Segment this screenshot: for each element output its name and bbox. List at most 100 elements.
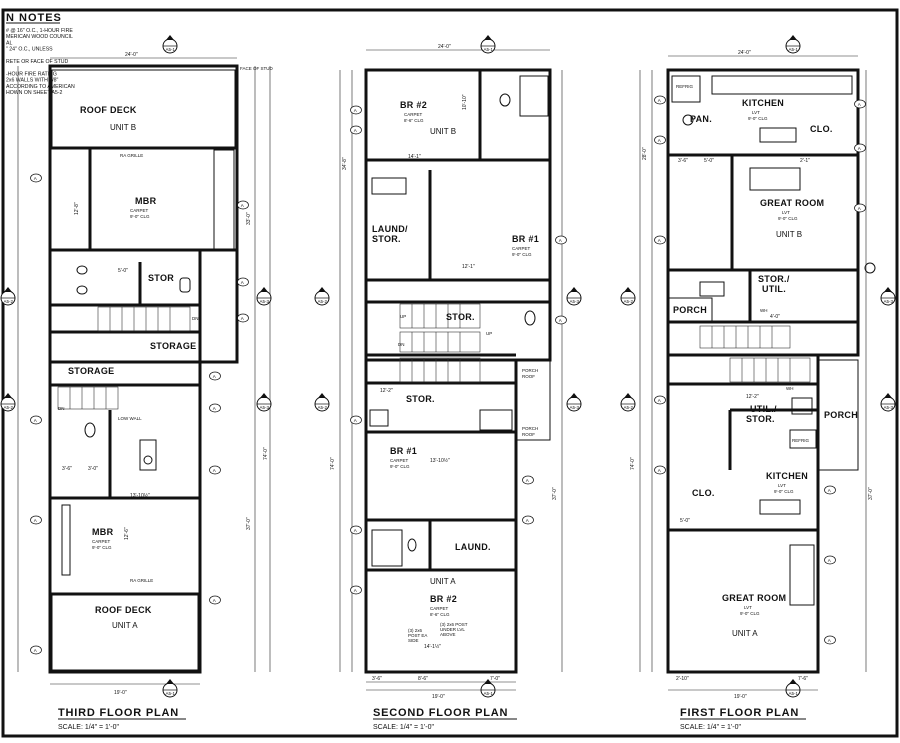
first-pan: PAN. xyxy=(690,114,712,124)
section-marker-label: A5-2 xyxy=(4,405,14,410)
second-stor-a: STOR. xyxy=(406,394,435,404)
second-unit-a: UNIT A xyxy=(430,577,456,586)
window-tag-label: A xyxy=(354,528,357,533)
second-porch-roof-top-l1: PORCH xyxy=(522,368,538,373)
third-unit-b: UNIT B xyxy=(110,123,136,132)
window-tag: A xyxy=(522,515,534,525)
window-tag-label: A xyxy=(241,203,244,208)
second-dim-14-1: 14'-1" xyxy=(408,154,421,160)
section-marker: A5-3 xyxy=(256,393,272,412)
window-tag-label: A xyxy=(828,488,831,493)
window-tag: A xyxy=(854,99,866,109)
second-dim-12-2: 12'-2" xyxy=(380,388,393,394)
third-stor: STOR xyxy=(148,273,174,283)
notes-line: # @ 16" O.C., 1-HOUR FIRE xyxy=(6,28,73,34)
section-marker-label: A5-3 xyxy=(570,299,580,304)
section-marker: A5-2 xyxy=(620,287,636,306)
section-marker-label: A5-1 xyxy=(484,47,494,52)
second-unit-b: UNIT B xyxy=(430,127,456,136)
section-marker: A5-1 xyxy=(162,679,178,698)
window-tag: A xyxy=(555,235,567,245)
third-unit-a: UNIT A xyxy=(112,621,138,630)
second-up-2: UP xyxy=(486,331,492,336)
second-dim-top: 24'-0" xyxy=(438,44,451,50)
first-kitchen-b: KITCHEN xyxy=(742,98,784,108)
third-dim-top: 24'-0" xyxy=(125,52,138,58)
window-tag: A xyxy=(522,475,534,485)
third-dim-bottom: 19'-0" xyxy=(114,690,127,696)
third-dim-5-0: 5'-0" xyxy=(118,268,128,274)
first-refrig-1: REFRIG xyxy=(676,84,694,89)
section-markers: A5-1A5-1A5-2A5-2A5-3A5-3A5-1A5-1A5-2A5-2… xyxy=(0,35,896,698)
third-roof-deck-a: ROOF DECK xyxy=(95,605,152,615)
first-util-stor-a-l2: STOR. xyxy=(746,414,775,424)
sheet-border xyxy=(1,8,899,738)
third-mbr-b-floor: CARPET xyxy=(130,208,149,213)
second-porch-roof-l2: ROOF xyxy=(522,432,535,437)
second-post-2-l1: (3) 2x6 POST xyxy=(440,622,468,627)
first-dim-lower: 37'-0" xyxy=(868,487,874,500)
section-marker-label: A5-2 xyxy=(624,299,634,304)
section-marker: A5-1 xyxy=(480,679,496,698)
first-kitchen-b-clg: 9'-0" CLG xyxy=(748,116,768,121)
window-tag: A xyxy=(654,465,666,475)
first-kitchen-a: KITCHEN xyxy=(766,471,808,481)
window-tag: A xyxy=(237,313,249,323)
second-laund-b-l2: STOR. xyxy=(372,234,401,244)
section-marker: A5-2 xyxy=(314,287,330,306)
third-mbr-b: MBR xyxy=(135,196,157,206)
window-tag: A xyxy=(209,595,221,605)
section-marker-label: A5-1 xyxy=(484,691,494,696)
notes-line: ACCORDING TO AMERICAN xyxy=(6,84,75,90)
second-laund-a: LAUND. xyxy=(455,542,491,552)
window-tag: A xyxy=(30,515,42,525)
second-br1-a: BR #1 xyxy=(390,446,417,456)
second-dim-14-1b: 14'-1½" xyxy=(424,643,441,650)
second-dim-bottom-b: 8'-6" xyxy=(418,676,428,682)
section-marker-label: A5-2 xyxy=(318,299,328,304)
section-marker: A5-2 xyxy=(620,393,636,412)
second-br2-b-clg: 8'-6" CLG xyxy=(404,118,424,123)
section-marker: A5-1 xyxy=(480,35,496,54)
section-marker-label: A5-2 xyxy=(4,299,14,304)
first-dim-7-6: 7'-6" xyxy=(798,676,808,682)
section-marker: A5-3 xyxy=(256,287,272,306)
second-dim-bottom-a: 3'-6" xyxy=(372,676,382,682)
first-porch-a: PORCH xyxy=(824,410,858,420)
first-dim-overall: 74'-0" xyxy=(630,457,636,470)
window-tag-label: A xyxy=(241,280,244,285)
window-tag: A xyxy=(209,371,221,381)
first-stor-util-b-l1: STOR./ xyxy=(758,274,790,284)
section-marker: A5-2 xyxy=(0,287,16,306)
first-dim-upper: 28'-0" xyxy=(642,147,648,160)
section-marker-label: A5-1 xyxy=(166,691,176,696)
third-mbr-a: MBR xyxy=(92,527,114,537)
second-floor-title: SECOND FLOOR PLAN xyxy=(373,707,508,719)
window-tag-label: A xyxy=(658,98,661,103)
first-dim-top: 24'-0" xyxy=(738,50,751,56)
window-tag-label: A xyxy=(34,176,37,181)
first-porch-b: PORCH xyxy=(673,305,707,315)
third-dim-3-0: 3'-0" xyxy=(88,466,98,472)
window-tag: A xyxy=(30,415,42,425)
first-floor-title: FIRST FLOOR PLAN xyxy=(680,707,799,719)
first-clo-a: CLO. xyxy=(692,488,715,498)
window-tag: A xyxy=(30,173,42,183)
second-br2-b: BR #2 xyxy=(400,100,427,110)
section-marker-label: A5-3 xyxy=(260,405,270,410)
window-tag-label: A xyxy=(559,238,562,243)
second-floor-scale: SCALE: 1/4" = 1'-0" xyxy=(373,724,434,731)
second-br1-b-clg: 9'-0" CLG xyxy=(512,252,532,257)
second-laund-b-l1: LAUND/ xyxy=(372,224,408,234)
second-dim-bottom: 19'-0" xyxy=(432,694,445,700)
window-tag: A xyxy=(209,403,221,413)
section-marker-label: A5-2 xyxy=(318,405,328,410)
window-tag-label: A xyxy=(828,558,831,563)
third-ra-grille: RA GRILLE xyxy=(120,153,143,158)
